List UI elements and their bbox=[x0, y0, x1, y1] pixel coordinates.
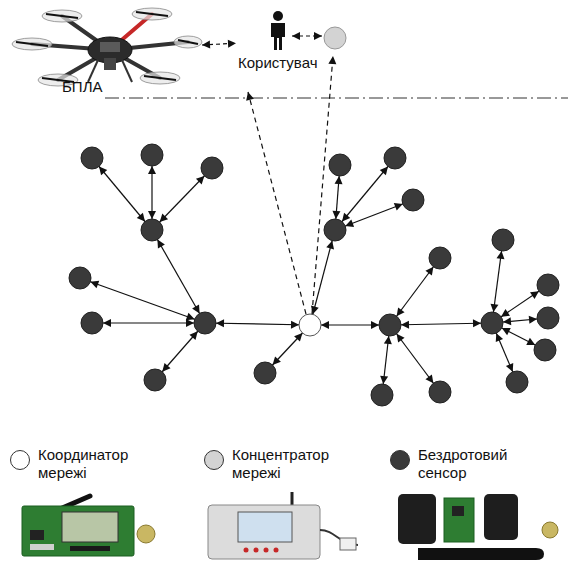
person-head bbox=[273, 11, 283, 21]
link-arrow bbox=[92, 158, 152, 230]
pcb bbox=[22, 506, 134, 556]
legend-swatch bbox=[390, 450, 410, 470]
sensor-circle bbox=[69, 267, 91, 289]
sensor-circle bbox=[201, 157, 223, 179]
drone-node: БПЛА bbox=[12, 2, 202, 98]
coin bbox=[137, 525, 155, 543]
button bbox=[254, 548, 259, 553]
sensor-circle bbox=[324, 219, 346, 241]
connector bbox=[30, 544, 54, 550]
sensor-case bbox=[484, 494, 518, 540]
propeller bbox=[132, 8, 172, 20]
sensor-circle bbox=[429, 381, 451, 403]
dashed-arrow bbox=[292, 35, 322, 36]
link-arrow bbox=[335, 200, 413, 230]
header bbox=[70, 546, 110, 551]
sensor-circle bbox=[141, 144, 163, 166]
propeller bbox=[12, 38, 52, 50]
link-arrow bbox=[152, 168, 212, 230]
link-arrow bbox=[390, 325, 440, 392]
node-label: БПЛА bbox=[62, 78, 102, 96]
sensor-circle bbox=[429, 247, 451, 269]
device-case bbox=[208, 505, 320, 559]
clip bbox=[418, 548, 544, 560]
link-arrow bbox=[390, 258, 440, 325]
sensor-circle bbox=[81, 147, 103, 169]
sensor-circle bbox=[379, 314, 401, 336]
link-arrow bbox=[92, 322, 205, 323]
sensor-circle bbox=[492, 229, 514, 251]
legend-item: Бездротовий сенсор bbox=[390, 446, 530, 482]
propeller-blade bbox=[178, 40, 198, 44]
person-body bbox=[271, 23, 285, 50]
propeller bbox=[42, 10, 82, 22]
legend-label: Бездротовий сенсор bbox=[418, 446, 530, 482]
legend-swatch bbox=[204, 450, 224, 470]
sensor-circle bbox=[481, 312, 503, 334]
link-arrow bbox=[310, 324, 390, 325]
legend-item: Координатор мережі bbox=[10, 446, 150, 482]
button bbox=[244, 548, 249, 553]
chip bbox=[30, 530, 44, 540]
coin bbox=[542, 522, 558, 538]
link-arrow bbox=[390, 323, 492, 325]
propeller-blade bbox=[136, 12, 168, 16]
sensor-photo bbox=[398, 494, 558, 560]
chip bbox=[452, 506, 464, 516]
landing-gear bbox=[122, 60, 132, 82]
propeller-blade bbox=[144, 76, 176, 80]
concentrator-circle bbox=[324, 27, 346, 49]
sensor-circle bbox=[402, 189, 424, 211]
sensor-circle bbox=[537, 307, 559, 329]
sensor-circle bbox=[534, 339, 556, 361]
link-arrow bbox=[492, 240, 503, 323]
user-node: Користувач bbox=[236, 8, 320, 74]
coordinator-circle bbox=[299, 314, 321, 336]
legend-item: Концентратор мережі bbox=[204, 446, 344, 482]
drone-picture bbox=[12, 8, 202, 86]
sensor-board bbox=[444, 498, 474, 542]
sensor-circle bbox=[144, 369, 166, 391]
sensor-circle bbox=[384, 147, 406, 169]
drone-camera bbox=[104, 58, 116, 70]
link-arrow bbox=[152, 230, 205, 323]
coordinator-photo bbox=[22, 496, 155, 556]
antenna bbox=[291, 492, 294, 506]
concentrator-photo bbox=[208, 492, 358, 559]
sensor-circle bbox=[506, 371, 528, 393]
propeller-blade bbox=[16, 42, 48, 46]
sensor-circle bbox=[254, 362, 276, 384]
propeller bbox=[140, 72, 180, 84]
sensor-circle bbox=[194, 312, 216, 334]
drone-board bbox=[100, 42, 120, 52]
legend-label: Координатор мережі bbox=[38, 446, 150, 482]
person-icon bbox=[271, 11, 285, 50]
sensor-circle bbox=[371, 384, 393, 406]
separator-line bbox=[105, 98, 568, 99]
node-label: Користувач bbox=[238, 54, 317, 72]
dashed-arrow bbox=[248, 92, 306, 314]
device-screen bbox=[238, 512, 292, 542]
lcd-screen bbox=[62, 512, 118, 542]
sensor-circle bbox=[537, 274, 559, 296]
propeller-blade bbox=[46, 14, 78, 18]
sensor-circle bbox=[329, 154, 351, 176]
plug bbox=[340, 538, 356, 550]
link-arrow bbox=[310, 230, 335, 325]
link-arrow bbox=[205, 323, 310, 325]
legend-label: Концентратор мережі bbox=[232, 446, 344, 482]
sensor-case bbox=[398, 494, 436, 544]
sensor-circle bbox=[141, 219, 163, 241]
propeller bbox=[174, 36, 202, 48]
button bbox=[264, 548, 269, 553]
dashed-arrow bbox=[202, 43, 236, 45]
button bbox=[274, 548, 279, 553]
sensor-circle bbox=[81, 312, 103, 334]
legend-swatch bbox=[10, 450, 30, 470]
